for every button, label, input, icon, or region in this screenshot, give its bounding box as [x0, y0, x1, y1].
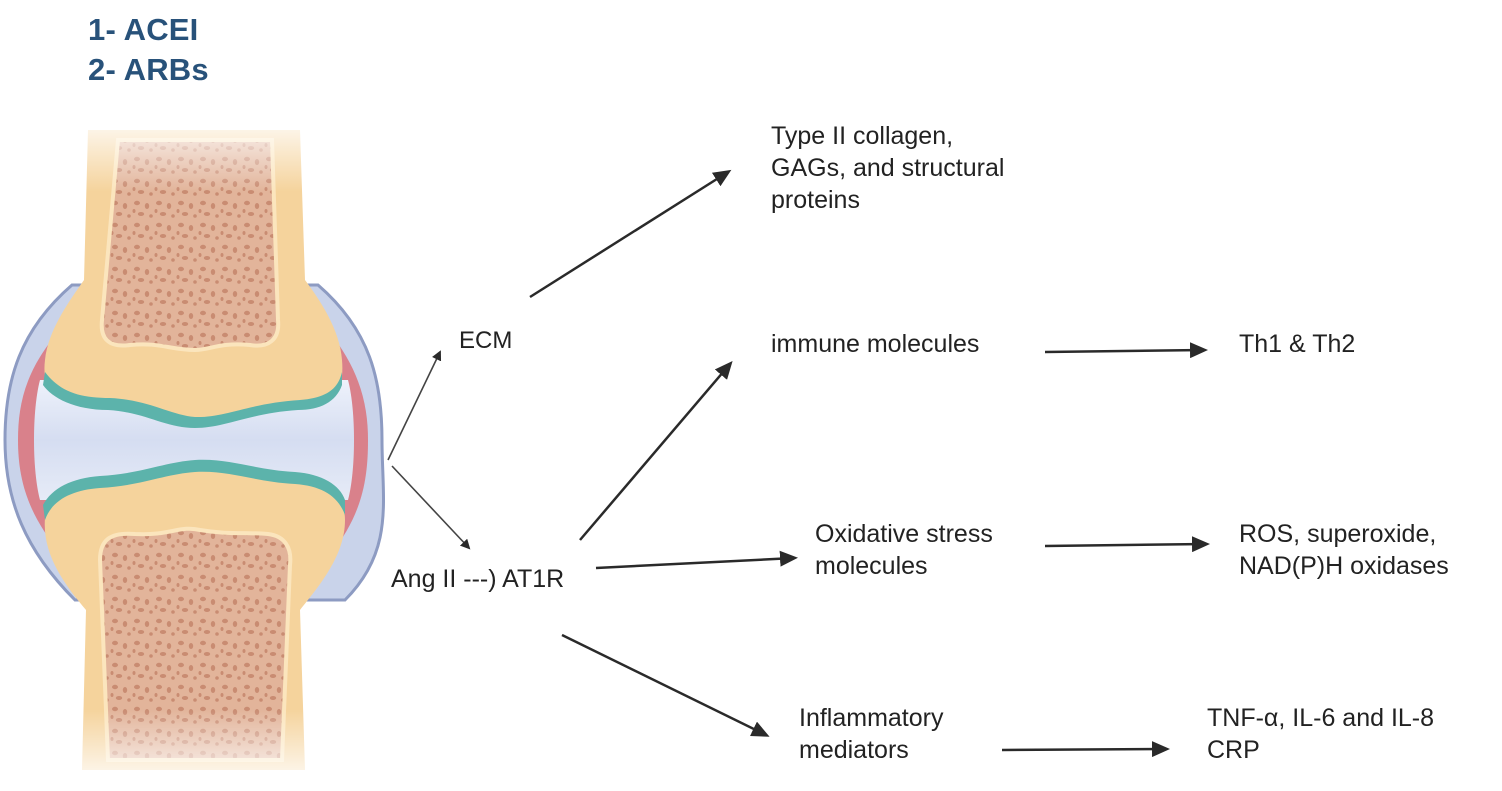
node-ros-line-1: ROS, superoxide,: [1239, 520, 1437, 548]
arrow-joint-to-ang: [391, 465, 471, 550]
node-oxidative-line-2: molecules: [815, 552, 928, 580]
arrow-ang-to-inflammatory: [561, 633, 770, 737]
node-collagen-line-2: GAGs, and structural: [771, 154, 1005, 182]
drug-item-acei: 1- ACEI: [88, 12, 199, 47]
drug-item-arbs: 2- ARBs: [88, 52, 209, 87]
node-inflammatory-mediators: Inflammatory mediators: [799, 702, 943, 766]
node-inflammatory-line-1: Inflammatory: [799, 704, 944, 732]
node-oxidative-line-1: Oxidative stress: [815, 520, 993, 548]
node-ang-at1r: Ang II ---) AT1R: [391, 565, 565, 593]
node-ecm: ECM: [459, 327, 513, 354]
arrow-joint-to-ecm: [387, 350, 442, 461]
node-oxidative-stress: Oxidative stress molecules: [815, 518, 993, 582]
node-collagen-line-3: proteins: [771, 186, 860, 214]
node-tnf-line-2: CRP: [1207, 736, 1260, 764]
arrow-ecm-to-collagen: [529, 169, 732, 299]
arrow-ang-to-immune: [579, 360, 733, 541]
node-ros: ROS, superoxide, NAD(P)H oxidases: [1239, 518, 1449, 582]
node-th1-th2: Th1 & Th2: [1239, 330, 1356, 358]
arrow-inflammatory-to-tnf: [1001, 741, 1170, 758]
node-immune-molecules: immune molecules: [771, 330, 980, 358]
node-ros-line-2: NAD(P)H oxidases: [1239, 552, 1449, 580]
node-tnf-line-1: TNF-α, IL-6 and IL-8: [1207, 704, 1435, 732]
drug-list: 1- ACEI 2- ARBs: [88, 10, 209, 90]
node-inflammatory-line-2: mediators: [799, 736, 909, 764]
node-tnf-il: TNF-α, IL-6 and IL-8 CRP: [1207, 702, 1434, 766]
arrow-immune-to-th: [1044, 342, 1208, 359]
synovial-joint-illustration: [0, 110, 420, 791]
arrow-oxidative-to-ros: [1044, 536, 1210, 553]
node-collagen-line-1: Type II collagen,: [771, 122, 954, 150]
node-collagen: Type II collagen, GAGs, and structural p…: [771, 120, 1004, 216]
arrow-ang-to-oxidative: [595, 550, 798, 570]
